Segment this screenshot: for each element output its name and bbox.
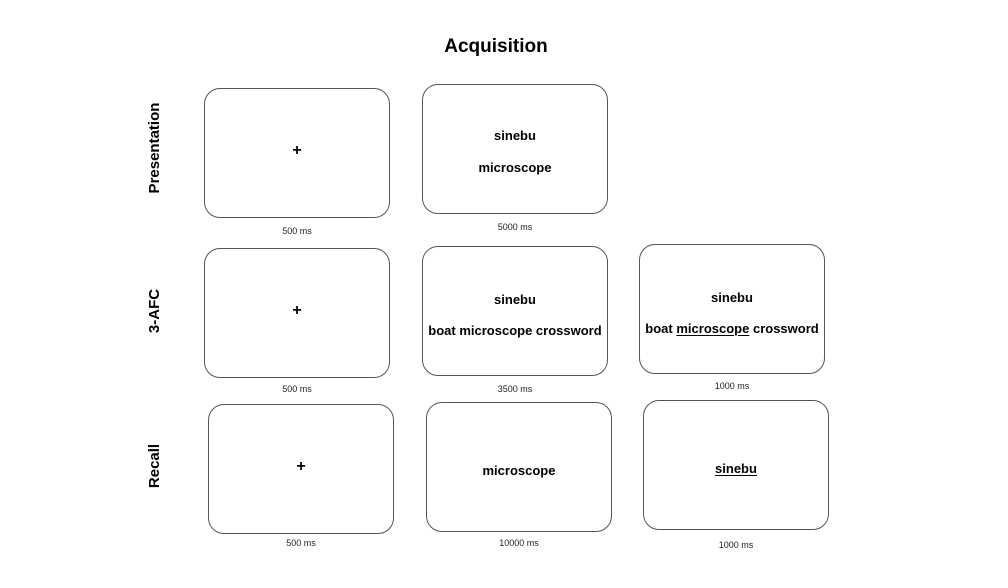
target-word: microscope — [478, 160, 552, 175]
afc-feedback-screen: sinebu boat microscope crossword — [639, 244, 825, 374]
afc-fixation-screen: + — [204, 248, 390, 378]
duration-label: 1000 ms — [718, 540, 754, 550]
duration-label: 10000 ms — [499, 538, 539, 548]
presentation-fixation-screen: + — [204, 88, 390, 218]
duration-label: 3500 ms — [497, 384, 533, 394]
pseudoword: sinebu — [494, 292, 536, 307]
answer-word: sinebu — [715, 461, 757, 476]
duration-label: 5000 ms — [497, 222, 533, 232]
duration-label: 500 ms — [282, 226, 312, 236]
pseudoword: sinebu — [494, 128, 536, 143]
fixation-cross: + — [292, 142, 302, 159]
option-3: crossword — [752, 321, 819, 336]
fixation-cross: + — [292, 302, 302, 319]
option-1: boat — [645, 321, 673, 336]
selected-option: microscope — [676, 321, 750, 336]
cue-word: microscope — [482, 463, 556, 478]
duration-label: 500 ms — [286, 538, 316, 548]
fixation-cross: + — [296, 458, 306, 475]
duration-label: 500 ms — [282, 384, 312, 394]
presentation-pair-screen: sinebu microscope — [422, 84, 608, 214]
recall-cue-screen: microscope — [426, 402, 612, 532]
choice-options: boat microscope crossword — [640, 321, 824, 336]
recall-answer-screen: sinebu — [643, 400, 829, 530]
choice-options: boat microscope crossword — [428, 323, 602, 338]
pseudoword: sinebu — [711, 290, 753, 305]
afc-choice-screen: sinebu boat microscope crossword — [422, 246, 608, 376]
figure-title: Acquisition — [444, 36, 548, 57]
row-label-recall: Recall — [146, 443, 163, 489]
recall-fixation-screen: + — [208, 404, 394, 534]
duration-label: 1000 ms — [714, 381, 750, 391]
